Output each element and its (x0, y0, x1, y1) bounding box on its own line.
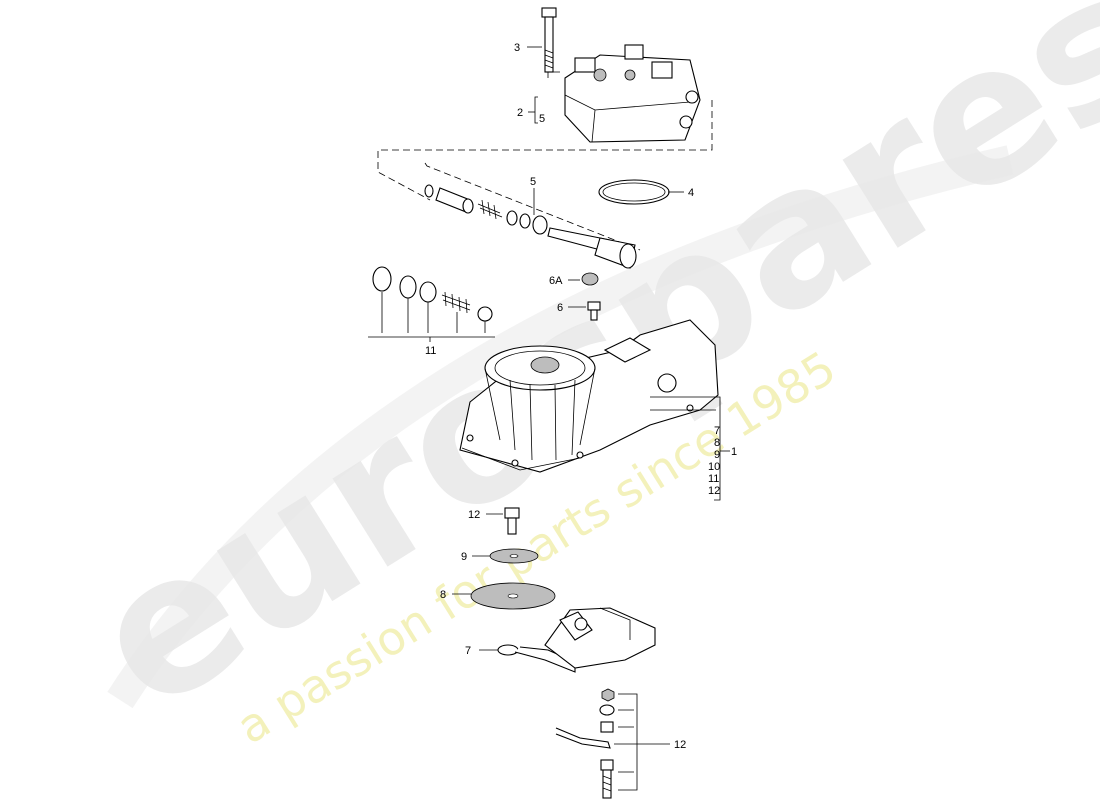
housing-body-icon[interactable] (459, 319, 719, 473)
bolt-icon[interactable] (504, 507, 520, 535)
screw-icon[interactable] (541, 7, 557, 73)
valve-assembly[interactable] (424, 184, 637, 269)
callout-12-bottom: 12 (674, 739, 686, 751)
callout-7-right: 7 (714, 425, 720, 437)
callout-6a: 6A (549, 275, 563, 287)
callout-8-right: 8 (714, 437, 720, 449)
callout-12-bolt: 12 (468, 509, 480, 521)
callout-1: 1 (731, 446, 737, 458)
callout-9-right: 9 (714, 449, 720, 461)
nut-icon[interactable] (581, 272, 599, 286)
regulator-head-icon[interactable] (564, 44, 701, 143)
callout-2: 2 (517, 107, 523, 119)
callout-5-head: 5 (539, 113, 545, 125)
lever-arm-icon[interactable] (497, 607, 656, 673)
small-screw-icon[interactable] (587, 301, 601, 321)
o-ring-icon[interactable] (598, 179, 670, 205)
washer-icon[interactable] (489, 548, 539, 564)
callout-5: 5 (530, 176, 536, 188)
callout-9: 9 (461, 551, 467, 563)
watermark-swoosh (107, 145, 1014, 709)
callout-7: 7 (465, 645, 471, 657)
seal-kit-icon[interactable] (372, 266, 493, 322)
adjuster-kit-icon[interactable] (555, 688, 615, 799)
callout-3: 3 (514, 42, 520, 54)
callout-4: 4 (688, 187, 694, 199)
callout-11-right: 11 (708, 473, 719, 485)
callout-6: 6 (557, 302, 563, 314)
air-plate-icon[interactable] (470, 582, 556, 610)
callout-8: 8 (440, 589, 446, 601)
callout-11: 11 (425, 345, 436, 357)
callout-10-right: 10 (708, 461, 720, 473)
callout-12-right: 12 (708, 485, 720, 497)
